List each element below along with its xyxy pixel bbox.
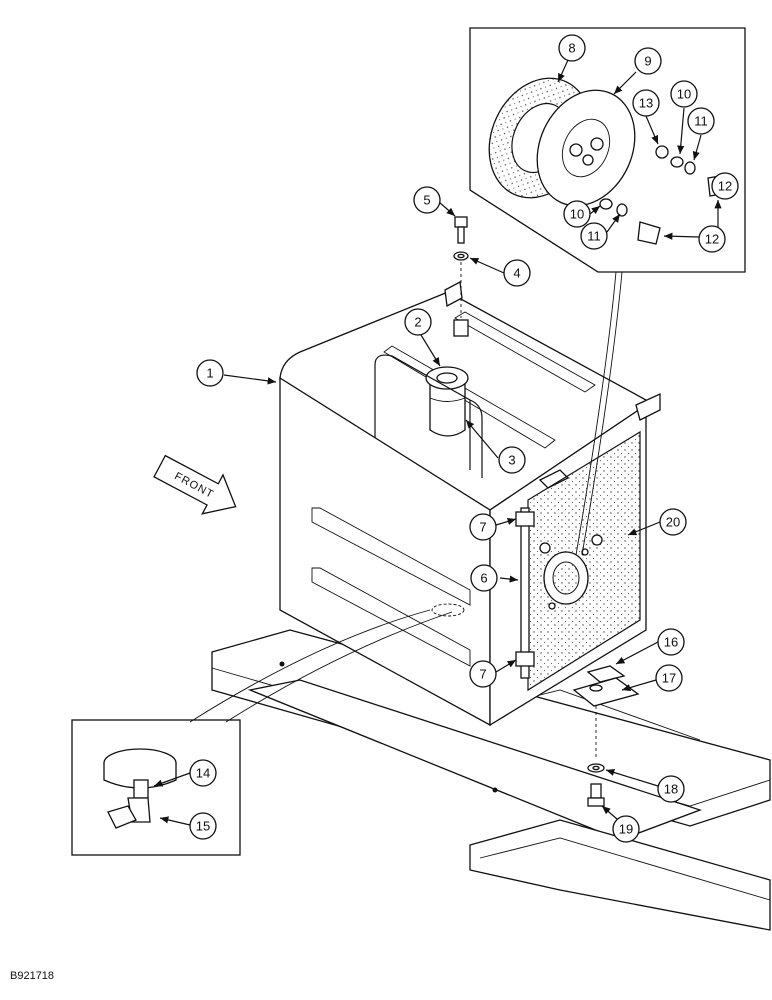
callout-8: 8 <box>558 34 586 62</box>
callout-18: 18 <box>657 775 685 803</box>
svg-text:17: 17 <box>662 671 676 686</box>
svg-text:7: 7 <box>479 667 486 682</box>
figure-reference: B921718 <box>10 970 54 982</box>
svg-text:5: 5 <box>423 193 430 208</box>
svg-text:4: 4 <box>513 266 520 281</box>
svg-text:2: 2 <box>414 315 421 330</box>
filler-neck <box>425 366 469 437</box>
callout-11-lower: 11 <box>580 222 608 250</box>
callout-5: 5 <box>413 186 441 214</box>
callout-1: 1 <box>196 359 224 387</box>
svg-text:12: 12 <box>705 232 719 247</box>
callout-16: 16 <box>657 628 685 656</box>
guard-strap <box>374 354 483 478</box>
svg-text:16: 16 <box>664 635 678 650</box>
svg-text:10: 10 <box>570 207 584 222</box>
svg-text:19: 19 <box>619 822 633 837</box>
callout-11-upper: 11 <box>687 107 715 135</box>
callout-4: 4 <box>503 259 531 287</box>
callout-9: 9 <box>634 47 662 75</box>
svg-text:14: 14 <box>196 766 210 781</box>
access-cover <box>536 89 636 207</box>
callout-7-upper: 7 <box>469 513 497 541</box>
svg-text:20: 20 <box>666 515 680 530</box>
callout-15: 15 <box>189 812 217 840</box>
svg-text:3: 3 <box>508 453 515 468</box>
sight-gauge <box>515 507 535 679</box>
callout-3: 3 <box>498 446 526 474</box>
svg-text:11: 11 <box>587 229 601 244</box>
callout-7-lower: 7 <box>469 660 497 688</box>
svg-text:7: 7 <box>479 520 486 535</box>
svg-text:15: 15 <box>196 819 210 834</box>
callout-19: 19 <box>612 815 640 843</box>
mount-bolt <box>453 216 469 337</box>
callout-2: 2 <box>404 308 432 336</box>
callout-6: 6 <box>470 564 498 592</box>
svg-text:1: 1 <box>206 366 213 381</box>
callout-17: 17 <box>655 664 683 692</box>
front-arrow: FRONT <box>153 454 237 515</box>
cover-plate <box>527 430 641 692</box>
svg-text:12: 12 <box>718 179 732 194</box>
svg-text:13: 13 <box>639 96 653 111</box>
callout-13: 13 <box>632 89 660 117</box>
callout-12-lower: 12 <box>698 225 726 253</box>
callout-10-upper: 10 <box>670 80 698 108</box>
svg-text:10: 10 <box>677 87 691 102</box>
callout-12-upper: 12 <box>711 172 739 200</box>
leader-lines <box>153 59 722 827</box>
callouts: 1 2 3 4 5 6 7 7 8 9 10 10 11 11 12 12 13… <box>189 34 739 843</box>
svg-text:6: 6 <box>480 571 487 586</box>
svg-text:18: 18 <box>664 782 678 797</box>
svg-text:11: 11 <box>694 114 708 129</box>
callout-14: 14 <box>189 759 217 787</box>
svg-text:8: 8 <box>568 41 575 56</box>
callout-20: 20 <box>659 508 687 536</box>
callout-10-lower: 10 <box>563 200 591 228</box>
svg-text:9: 9 <box>644 54 651 69</box>
